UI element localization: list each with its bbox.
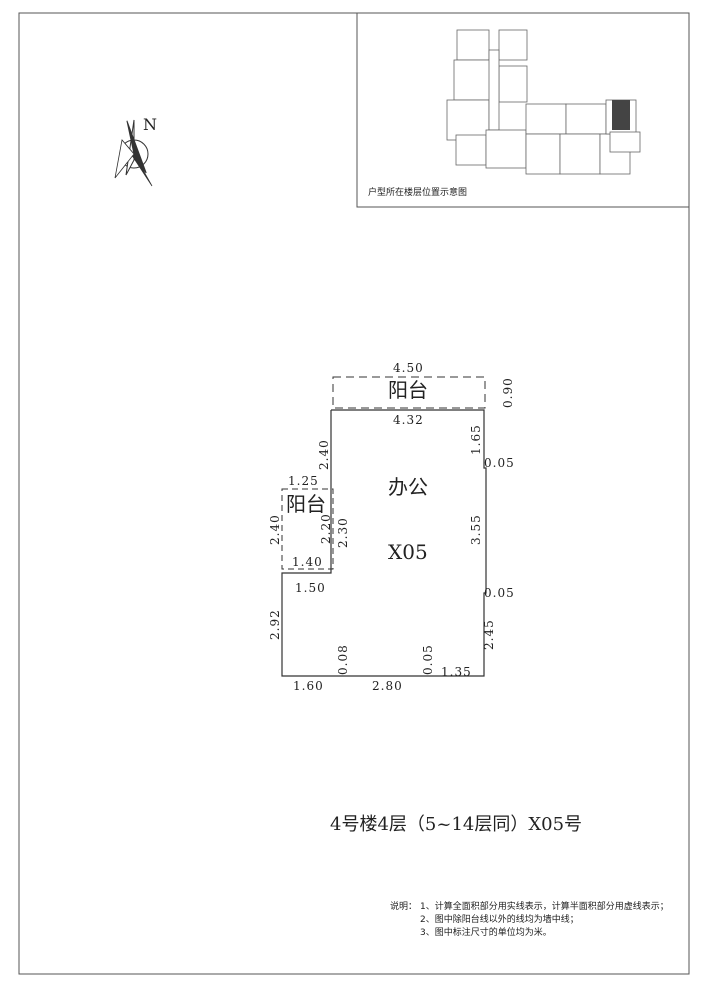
dim-top-inner: 4.32	[393, 413, 424, 427]
dim-left-upper: 2.40	[317, 439, 331, 470]
dim-balcony-inner: 2.20	[319, 513, 333, 544]
floor-plan: 阳台 阳台 办公 X05 4.50 4.32 1.25 1.40 1.50 0.…	[268, 361, 515, 693]
notes-label: 说明：	[390, 900, 417, 912]
dim-balcony-top: 1.25	[288, 474, 319, 488]
dim-balcony-bottom: 1.40	[292, 555, 323, 569]
note-item: 2、图中除阳台线以外的线均为墙中线；	[420, 913, 579, 925]
dim-bottom-right: 1.35	[441, 665, 472, 679]
dim-balcony-height: 2.40	[268, 514, 282, 545]
dim-bottom-step1: 0.08	[336, 644, 350, 675]
dim-right-lower: 2.45	[482, 619, 496, 650]
dim-left-lower: 2.92	[268, 609, 282, 640]
dim-wall-2-30: 2.30	[336, 517, 350, 548]
room-unit-label: X05	[388, 540, 428, 564]
dim-right-step1: 0.05	[484, 456, 515, 470]
dim-left-low: 1.50	[295, 581, 326, 595]
key-plan: 户型所在楼层位置示意图	[356, 13, 689, 208]
balcony-left-label: 阳台	[286, 492, 326, 516]
compass-north-label: N	[143, 115, 157, 134]
notes: 说明： 1、计算全面积部分用实线表示，计算半面积部分用虚线表示； 2、图中除阳台…	[390, 900, 669, 938]
drawing-title: 4号楼4层（5~14层同）X05号	[330, 814, 582, 835]
dim-bottom-left: 1.60	[293, 679, 324, 693]
room-office-label: 办公	[388, 475, 428, 499]
office-outline	[281, 409, 487, 677]
sheet-border	[18, 12, 690, 975]
dim-bottom-step2: 0.05	[421, 644, 435, 675]
key-plan-frame	[356, 13, 689, 208]
dim-right-step2: 0.05	[484, 586, 515, 600]
balcony-top-label: 阳台	[388, 378, 428, 402]
dim-bottom-mid: 2.80	[372, 679, 403, 693]
note-item: 1、计算全面积部分用实线表示，计算半面积部分用虚线表示；	[420, 900, 669, 912]
north-arrow-icon: N	[114, 115, 157, 187]
dim-right-upper: 1.65	[469, 424, 483, 455]
balcony-left-outline	[281, 488, 334, 570]
key-plan-highlight	[612, 100, 630, 130]
key-plan-caption: 户型所在楼层位置示意图	[368, 186, 467, 198]
dim-right-mid: 3.55	[469, 514, 483, 545]
note-item: 3、图中标注尺寸的单位均为米。	[420, 926, 552, 938]
key-plan-drawing	[446, 29, 641, 175]
dim-top-depth: 0.90	[501, 377, 515, 408]
dim-top-outer: 4.50	[393, 361, 424, 375]
